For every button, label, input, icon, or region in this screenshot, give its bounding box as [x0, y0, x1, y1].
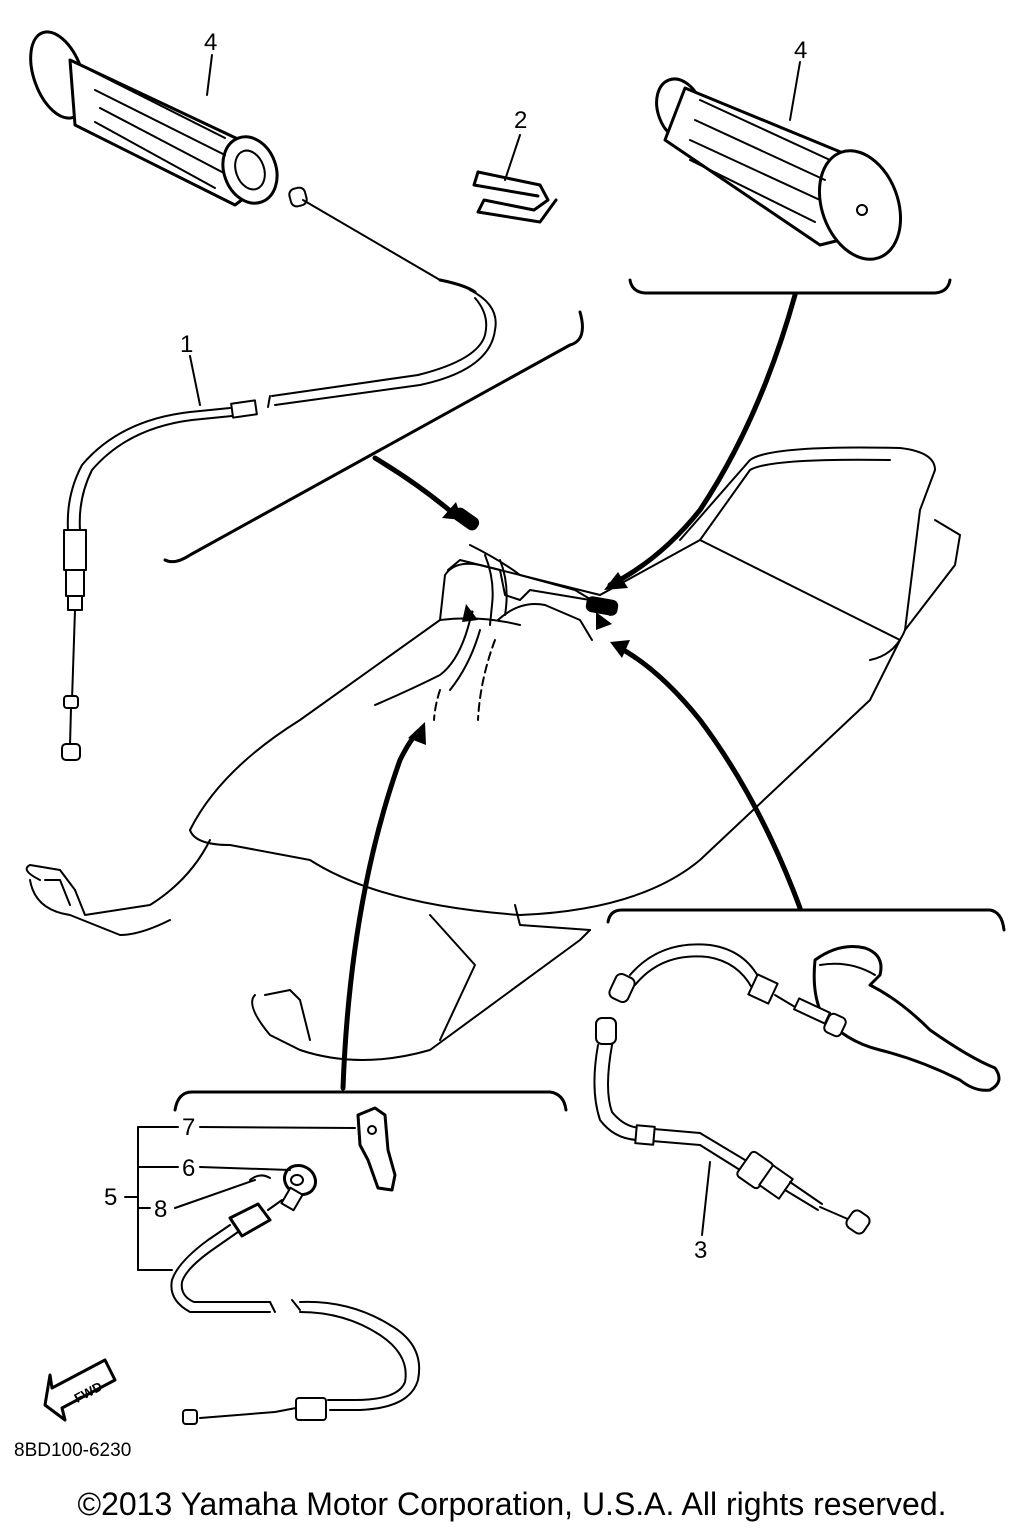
leader-2 [504, 134, 521, 181]
forward-arrow-icon: FWD [43, 1358, 117, 1422]
callout-3: 3 [694, 1237, 707, 1264]
drawing-code: 8BD100-6230 [14, 1440, 131, 1461]
bracket-brake-group [606, 908, 1006, 932]
snowmobile-icon [25, 446, 961, 1061]
arrow-left-group [372, 455, 458, 518]
leader-8 [174, 1179, 256, 1209]
brake-lever-icon [812, 945, 1001, 1092]
callout-6: 6 [182, 1155, 195, 1182]
left-grip-icon [29, 30, 279, 207]
arrowhead-choke-group [408, 722, 426, 745]
callout-5: 5 [104, 1184, 117, 1211]
arrow-right-grip [607, 292, 798, 588]
arrowhead-inner-a [462, 604, 478, 622]
callout-2: 2 [514, 107, 527, 134]
leader-4-right [789, 61, 801, 121]
callout-tree-5 [137, 1126, 173, 1271]
arrowhead-right-grip [604, 572, 628, 590]
arrow-choke-group [340, 729, 421, 1091]
leader-4-left [206, 54, 213, 96]
arrowhead-inner-b [596, 612, 612, 630]
bracket-choke-group [173, 1090, 568, 1112]
leader-7 [199, 1126, 356, 1129]
bracket-right-grip [628, 278, 952, 295]
copyright-notice: ©2013 Yamaha Motor Corporation, U.S.A. A… [77, 1486, 947, 1522]
choke-clip-icon [249, 1174, 271, 1181]
choke-plate-icon [356, 1106, 397, 1192]
throttle-cable-icon [61, 186, 497, 761]
arrow-brake-group [617, 645, 803, 911]
grip-clip-icon [472, 170, 558, 224]
diagram-canvas: 4 2 4 1 [14, 29, 1006, 1461]
leader-3 [701, 1161, 711, 1236]
leader-6 [199, 1166, 291, 1171]
choke-cable-icon [170, 1186, 421, 1425]
callout-4-right: 4 [794, 37, 807, 64]
callout-1: 1 [180, 331, 193, 358]
brake-cable-icon [593, 943, 871, 1235]
callout-4-left: 4 [204, 29, 217, 56]
callout-8: 8 [154, 1196, 167, 1223]
bracket-left-group [163, 310, 584, 564]
arrowhead-brake-group [610, 640, 630, 658]
right-grip-icon [655, 77, 903, 261]
callout-7: 7 [182, 1114, 195, 1141]
leader-1 [189, 355, 201, 406]
